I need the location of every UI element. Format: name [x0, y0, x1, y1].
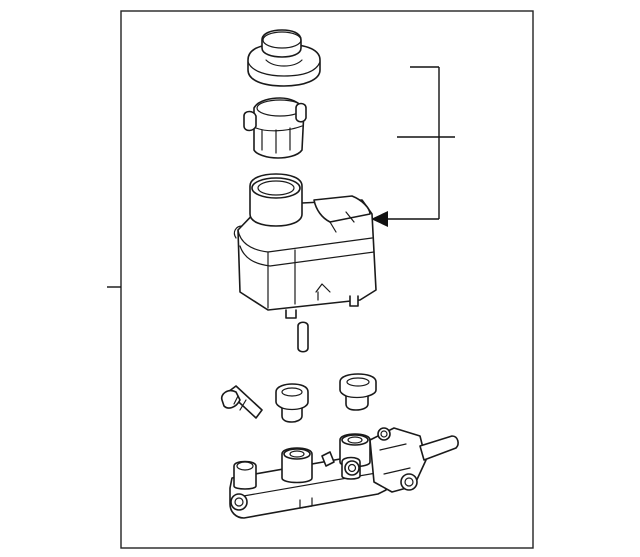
master-cylinder-body [229, 427, 459, 519]
grommet-left [275, 383, 309, 423]
callout-arrow [371, 211, 388, 227]
strainer [243, 97, 307, 159]
reservoir-cap [247, 29, 321, 87]
grommet-pin [297, 321, 309, 353]
reservoir-tank [233, 173, 377, 319]
grommet-right [339, 373, 377, 411]
callout-bracket-right [371, 66, 455, 227]
bleeder-plug [220, 385, 263, 419]
